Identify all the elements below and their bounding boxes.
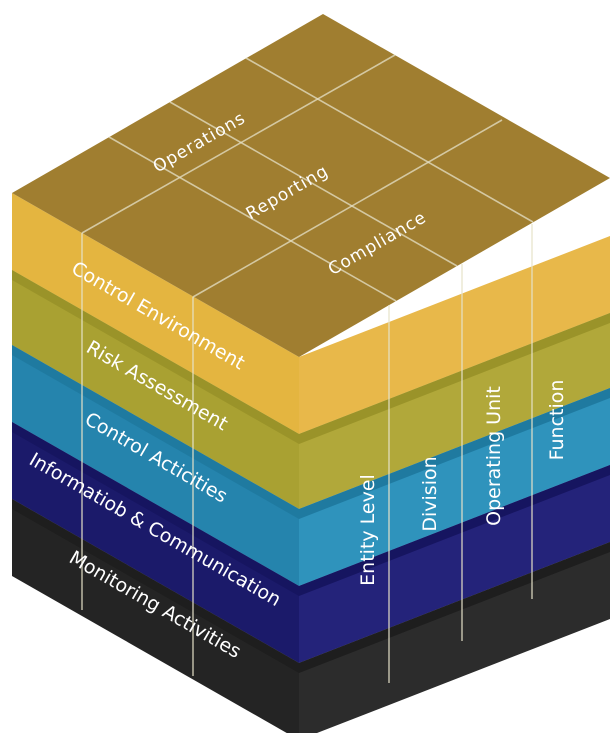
layer-left-face xyxy=(12,422,299,663)
layer-left-face xyxy=(12,193,299,434)
layer-left-face xyxy=(12,499,299,733)
top-grid xyxy=(81,54,534,302)
layer-lip xyxy=(12,270,299,444)
side-grid xyxy=(81,224,533,683)
structure-function: Function xyxy=(546,380,568,461)
structure-labels: Entity Level Division Operating Unit Fun… xyxy=(357,380,568,586)
structure-division: Division xyxy=(419,456,441,531)
structure-operating-unit: Operating Unit xyxy=(483,386,505,526)
layer-lip xyxy=(12,499,299,673)
layer-left-face xyxy=(12,345,299,586)
structure-entity-level: Entity Level xyxy=(357,474,379,586)
cube-top-face xyxy=(12,14,610,357)
layer-lip xyxy=(12,422,299,596)
layer-lip xyxy=(12,345,299,519)
layer-left-face xyxy=(12,270,299,509)
